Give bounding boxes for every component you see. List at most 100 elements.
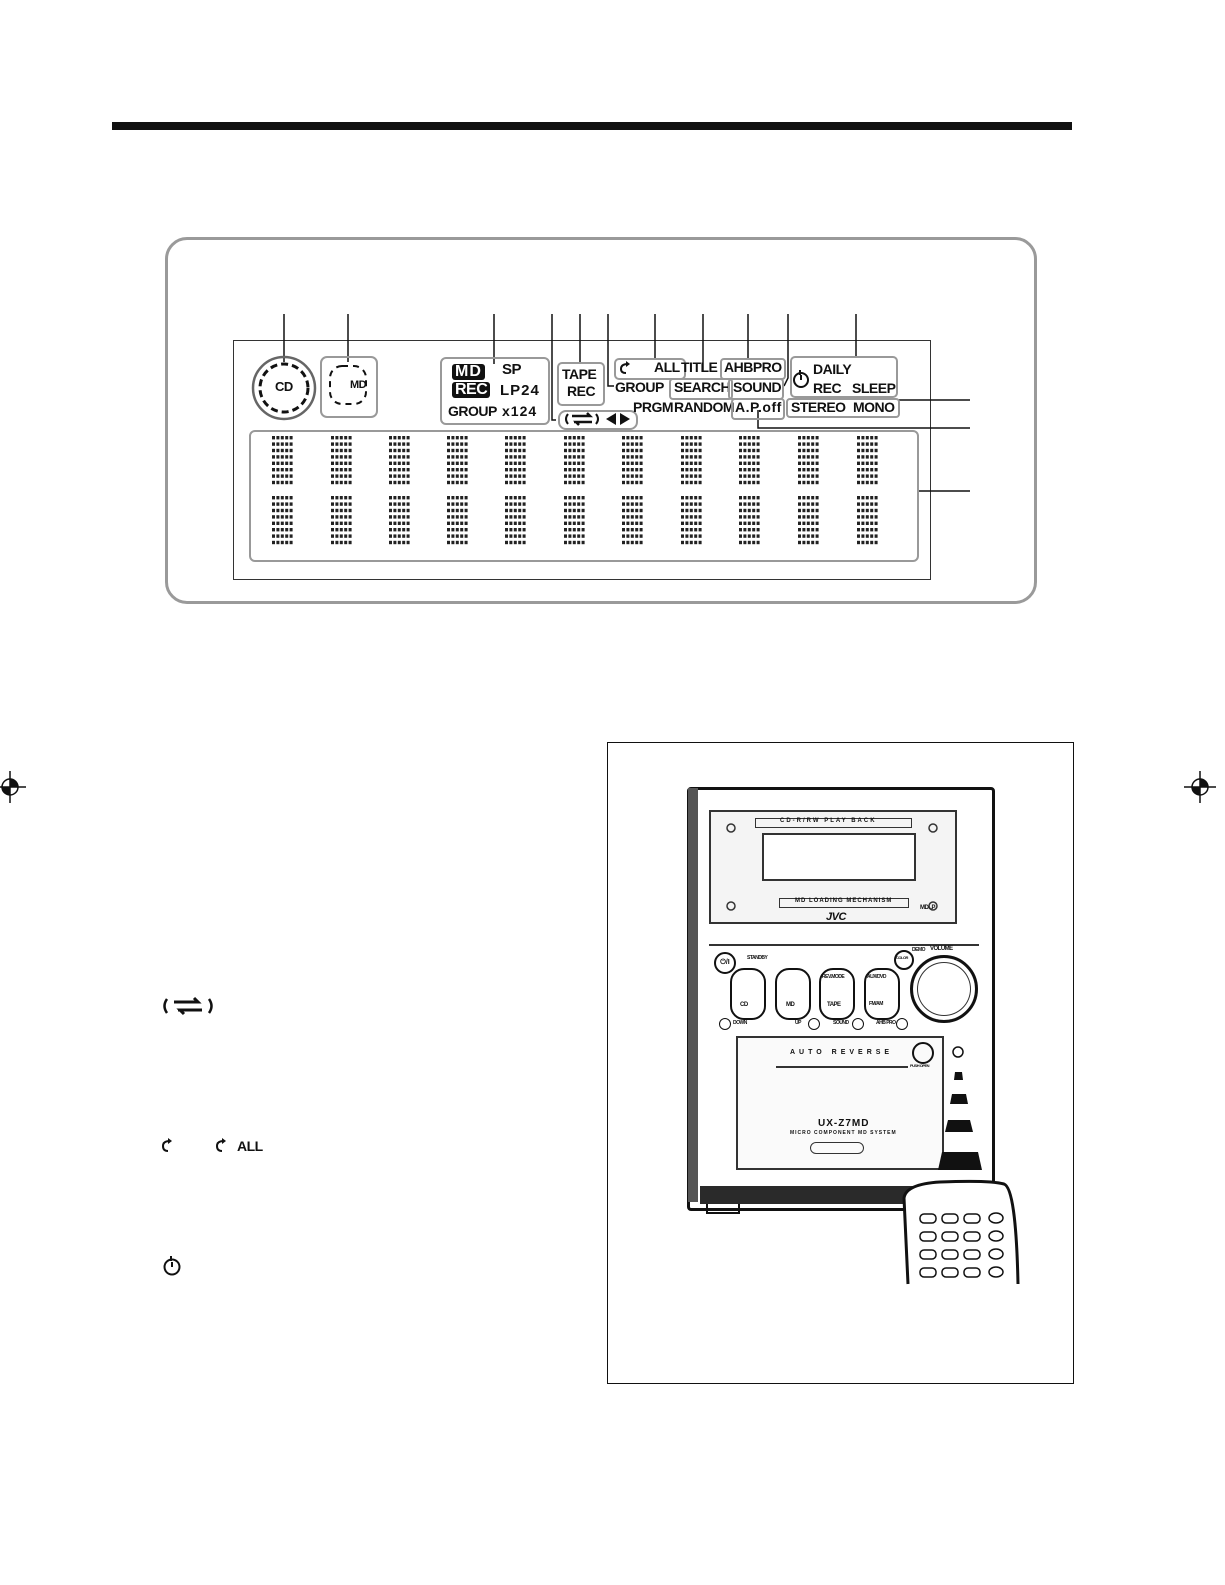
ahbpro-indicator: AHBPRO [724,359,782,375]
daily-indicator: DAILY [813,361,852,377]
remote-key [941,1231,959,1242]
timer-rec-indicator: REC [813,380,842,396]
ir-signal-beam [938,1046,982,1170]
remote-key [919,1213,937,1224]
md-group: GROUP [448,403,497,419]
md-sp: SP [502,361,522,378]
dot-matrix-cell [331,496,352,545]
dot-matrix-cell [798,436,819,485]
md-label: MD [350,379,367,391]
timer-box [790,356,898,398]
md-indicator-box [320,356,378,418]
md-rec-rec: REC [452,382,491,398]
md-strip [779,898,909,908]
push-open-label: PUSH OPEN [910,1063,930,1068]
top-rule [112,122,1072,130]
apoff-box [731,398,785,420]
remote-round-key [988,1266,1004,1278]
dot-matrix-cell [505,436,526,485]
tape-eject-button[interactable] [912,1042,934,1064]
remote-round-key [988,1212,1004,1224]
cd-strip [755,818,912,828]
title-indicator: TITLE [681,359,718,375]
group-indicator: GROUP [615,379,664,395]
dot-matrix-cell [798,496,819,545]
remote-key [941,1213,959,1224]
lcd-window [233,340,931,580]
fm-am-button[interactable] [864,968,900,1020]
mono-indicator: MONO [853,399,895,415]
fm-am-label: FM/AM [869,1001,883,1007]
repeat-box [614,358,686,380]
control-panel [709,944,979,1030]
tape-window-line [776,1066,908,1068]
sound-indicator: SOUND [733,379,782,395]
volume-knob[interactable] [910,955,978,1023]
down-label: DOWN [733,1020,747,1026]
dot-matrix-cell [857,436,878,485]
up-button[interactable] [808,1018,820,1030]
dot-matrix-frame [249,430,919,562]
remote-key [963,1231,981,1242]
standby-label: STANDBY [747,955,768,961]
remote-round-key [988,1230,1004,1242]
dot-matrix-display [272,436,878,545]
cd-label: CD [275,379,293,394]
apoff-indicator: A.P.off [735,399,782,415]
dot-matrix-cell [681,436,702,485]
remote-key [941,1267,959,1278]
dot-matrix-cell [389,496,410,545]
title-search-box [669,378,733,400]
brand-logo: JVC [826,911,846,923]
remote-key [941,1249,959,1260]
tape-handle [810,1142,864,1154]
power-button[interactable]: ⏻/I [714,952,736,974]
dot-matrix-cell [272,496,293,545]
dot-matrix-cell [622,436,643,485]
color-button[interactable] [894,950,914,970]
remote-round-key [988,1248,1004,1260]
timer-symbol [163,1256,181,1276]
tape-button-label: TAPE [827,1002,841,1008]
repeat-all-symbol-label: ALL [237,1138,263,1154]
color-label: COLOR [896,955,908,960]
repeat-all-label: ALL [654,359,680,375]
rev-mode-label: REV.MODE [822,974,845,980]
cd-button[interactable] [730,968,766,1020]
down-button[interactable] [719,1018,731,1030]
timer-clock-icon [793,370,809,388]
ahbpro-button-label: AHB PRO [876,1020,896,1026]
random-indicator: RANDOM [674,399,735,415]
reverse-mode-box [558,410,638,430]
mdlp-logo: MDLP [920,905,936,911]
aux-dvd-label: AUX/DVD [867,974,887,980]
unit-illustration-box [607,742,1074,1384]
callout-lines [283,314,970,492]
md-disc-icon [329,365,367,405]
tape-rec-box [557,362,605,406]
dot-matrix-cell [681,496,702,545]
dot-matrix-cell [447,496,468,545]
cd-strip-label: CD-R/RW PLAY BACK [780,818,877,824]
search-indicator: SEARCH [674,379,731,395]
volume-label: VOLUME [930,946,953,952]
repeat-all-symbol [215,1138,226,1152]
dot-matrix-cell [272,436,293,485]
stereo-mono-box [786,398,900,418]
md-button-label: MD [786,1002,795,1008]
tape-deck-door [736,1036,944,1170]
dot-matrix-cell [739,436,760,485]
reverse-mode-symbol [163,996,213,1016]
prgm-indicator: PRGM [633,399,674,415]
sound-button[interactable] [852,1018,864,1030]
md-button[interactable] [775,968,811,1020]
dot-matrix-cell [447,436,468,485]
remote-control [902,1179,1020,1285]
tape-rec-label: REC [567,383,596,399]
tape-button[interactable] [819,968,855,1020]
tape-direction-icon [606,413,630,425]
tape-label: TAPE [562,366,597,382]
md-strip-label: MD LOADING MECHANISM [795,898,893,904]
ahbpro-button[interactable] [896,1018,908,1030]
remote-key [963,1213,981,1224]
